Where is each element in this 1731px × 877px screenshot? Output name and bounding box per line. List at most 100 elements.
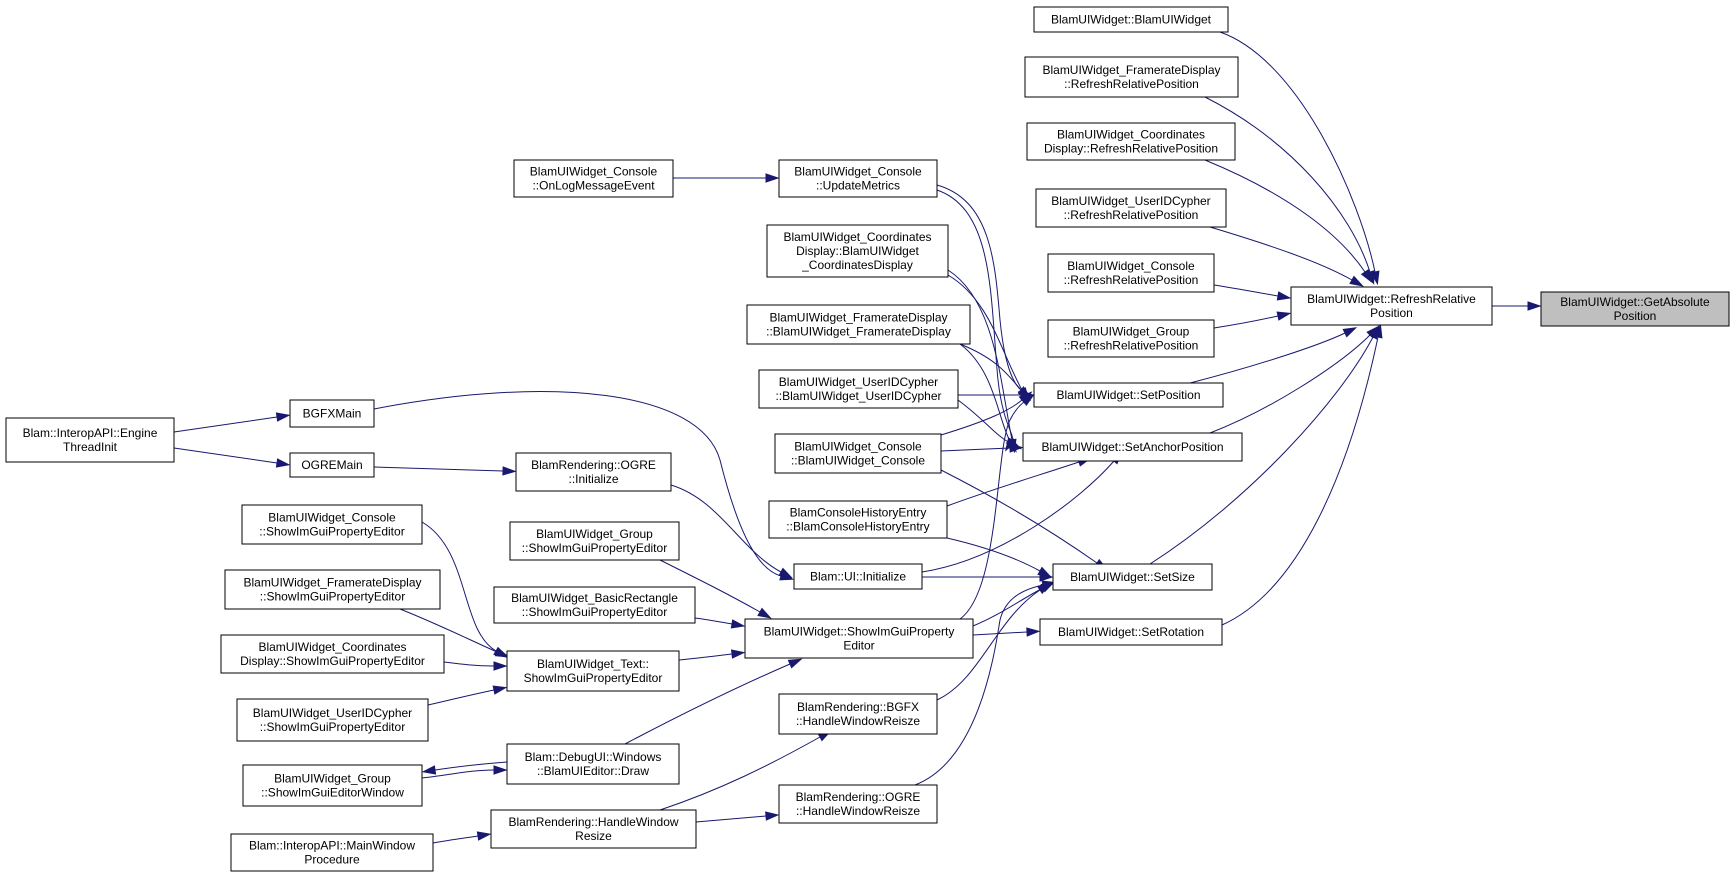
node-label-line: ::ShowImGuiEditorWindow: [261, 786, 404, 800]
edge-text_show-to-showimgui: [678, 649, 746, 661]
edge-arrowhead: [421, 765, 437, 775]
edge-arrowhead: [275, 412, 291, 422]
node-box: [241, 504, 423, 545]
node-box: [506, 650, 680, 692]
edge-co_show-to-text_show: [443, 661, 508, 671]
node-con-update[interactable]: BlamUIWidget_Console::UpdateMetrics: [778, 159, 938, 198]
edge-ctor-to-refrel: [1219, 31, 1380, 286]
node-label-line: ::BlamUIWidget_Console: [791, 454, 925, 468]
node-co-show[interactable]: BlamUIWidget_CoordinatesDisplay::ShowImG…: [220, 634, 445, 674]
node-ctor[interactable]: BlamUIWidget::BlamUIWidget: [1033, 6, 1229, 33]
edge-line: [399, 608, 498, 653]
edge-hist_ctor-to-setsize: [946, 537, 1052, 578]
node-label-line: BlamUIWidget_FramerateDisplay: [243, 576, 421, 590]
node-label-line: BlamUIWidget::SetPosition: [1056, 388, 1200, 402]
edge-line: [694, 617, 733, 625]
node-setsize[interactable]: BlamUIWidget::SetSize: [1052, 563, 1213, 591]
node-label-line: Procedure: [304, 853, 360, 867]
edge-ogre_resize-to-setsize: [914, 580, 1057, 786]
node-box: [1047, 319, 1215, 358]
node-ogre-init[interactable]: BlamRendering::OGRE::Initialize: [515, 452, 672, 492]
edge-arrowhead: [476, 831, 492, 841]
node-ui-init[interactable]: Blam::UI::Initialize: [793, 563, 923, 590]
edge-line: [1213, 284, 1279, 297]
node-co-refresh[interactable]: BlamUIWidget_CoordinatesDisplay::Refresh…: [1026, 122, 1236, 161]
node-box: [1039, 618, 1223, 646]
node-box: [766, 224, 949, 278]
node-label-line: BlamRendering::OGRE: [531, 458, 656, 472]
node-box: [778, 159, 938, 198]
node-box: [490, 809, 697, 849]
node-bgfx-resize[interactable]: BlamRendering::BGFX::HandleWindowReisze: [778, 693, 938, 735]
node-label-line: ::HandleWindowReisze: [796, 714, 920, 728]
node-ogremain[interactable]: OGREMain: [289, 452, 375, 478]
edge-arrowhead: [1009, 443, 1024, 453]
node-label-line: ::RefreshRelativePosition: [1064, 77, 1199, 91]
edge-grp_window-to-text_show: [421, 765, 508, 779]
node-box: [513, 159, 674, 198]
edge-grp_refresh-to-refrel: [1213, 311, 1292, 329]
edge-refrel-to-getabs: [1492, 301, 1542, 311]
node-label-line: Blam::InteropAPI::MainWindow: [249, 839, 415, 853]
edge-line: [434, 761, 508, 771]
node-con-ctor[interactable]: BlamUIWidget_Console::BlamUIWidget_Conso…: [774, 433, 942, 474]
node-box: [1047, 253, 1215, 293]
node-fr-show[interactable]: BlamUIWidget_FramerateDisplay::ShowImGui…: [224, 569, 441, 610]
node-con-onlog[interactable]: BlamUIWidget_Console::OnLogMessageEvent: [513, 159, 674, 198]
node-fr-ctor[interactable]: BlamUIWidget_FramerateDisplay::BlamUIWid…: [746, 304, 971, 345]
edge-line: [1204, 96, 1371, 273]
node-label-line: ::BlamUIWidget_UserIDCypher: [775, 389, 941, 403]
node-setanchor[interactable]: BlamUIWidget::SetAnchorPosition: [1022, 432, 1243, 462]
node-box: [1026, 122, 1236, 161]
node-box: [220, 634, 445, 674]
node-label-line: ::ShowImGuiPropertyEditor: [259, 525, 404, 539]
node-setpos[interactable]: BlamUIWidget::SetPosition: [1033, 382, 1224, 408]
node-uid-show[interactable]: BlamUIWidget_UserIDCypher::ShowImGuiProp…: [236, 698, 429, 742]
node-con-show[interactable]: BlamUIWidget_Console::ShowImGuiPropertyE…: [241, 504, 423, 545]
edge-rect_show-to-showimgui: [694, 617, 746, 629]
edge-engine_init-to-ogremain: [173, 447, 291, 468]
node-uid-refresh[interactable]: BlamUIWidget_UserIDCypher::RefreshRelati…: [1035, 188, 1227, 228]
node-grp-window[interactable]: BlamUIWidget_Group::ShowImGuiEditorWindo…: [242, 764, 423, 807]
edge-uid_refresh-to-refrel: [1209, 226, 1364, 287]
edge-arrowhead: [765, 811, 780, 821]
node-ogre-resize[interactable]: BlamRendering::OGRE::HandleWindowReisze: [778, 784, 938, 824]
node-label-line: BlamUIWidget_Coordinates: [1057, 128, 1205, 142]
node-label-line: BlamUIWidget_FramerateDisplay: [769, 311, 947, 325]
node-box: [758, 369, 959, 409]
node-label-line: BlamUIWidget_Console: [794, 165, 922, 179]
node-bgfxmain[interactable]: BGFXMain: [289, 399, 375, 428]
node-box: [778, 784, 938, 824]
edge-line: [914, 584, 1044, 786]
node-uid-ctor[interactable]: BlamUIWidget_UserIDCypher::BlamUIWidget_…: [758, 369, 959, 409]
node-co-ctor[interactable]: BlamUIWidget_CoordinatesDisplay::BlamUIW…: [766, 224, 949, 278]
node-grp-refresh[interactable]: BlamUIWidget_Group::RefreshRelativePosit…: [1047, 319, 1215, 358]
node-fr-refresh[interactable]: BlamUIWidget_FramerateDisplay::RefreshRe…: [1024, 56, 1239, 98]
node-text-show[interactable]: BlamUIWidget_Text::ShowImGuiPropertyEdit…: [506, 650, 680, 692]
node-con-refresh[interactable]: BlamUIWidget_Console::RefreshRelativePos…: [1047, 253, 1215, 293]
edge-line: [1209, 226, 1353, 281]
node-grp-show[interactable]: BlamUIWidget_Group::ShowImGuiPropertyEdi…: [509, 521, 680, 561]
node-refrel[interactable]: BlamUIWidget::RefreshRelativePosition: [1290, 286, 1493, 326]
nodes-layer: BlamUIWidget::GetAbsolutePositionBlamUIW…: [5, 6, 1730, 872]
edge-line: [1209, 334, 1371, 434]
edge-arrowhead: [765, 173, 780, 183]
node-rect-show[interactable]: BlamUIWidget_BasicRectangle::ShowImGuiPr…: [493, 586, 696, 624]
node-setrot[interactable]: BlamUIWidget::SetRotation: [1039, 618, 1223, 646]
node-label-line: BlamRendering::BGFX: [797, 700, 919, 714]
node-uieditor-draw[interactable]: Blam::DebugUI::Windows::BlamUIEditor::Dr…: [506, 743, 680, 785]
node-showimgui[interactable]: BlamUIWidget::ShowImGuiPropertyEditor: [744, 618, 974, 659]
node-label-line: BlamUIWidget::GetAbsolute: [1560, 295, 1710, 309]
node-hist-ctor[interactable]: BlamConsoleHistoryEntry::BlamConsoleHist…: [768, 500, 948, 539]
edge-line: [1149, 336, 1374, 565]
edge-showimgui-to-setpos: [959, 393, 1035, 620]
edge-line: [670, 484, 782, 573]
edge-arrowhead: [1026, 627, 1041, 637]
edge-line: [173, 416, 278, 433]
node-label-line: BlamUIWidget_Group: [274, 772, 391, 786]
node-label-line: BlamUIWidget_BasicRectangle: [511, 591, 678, 605]
